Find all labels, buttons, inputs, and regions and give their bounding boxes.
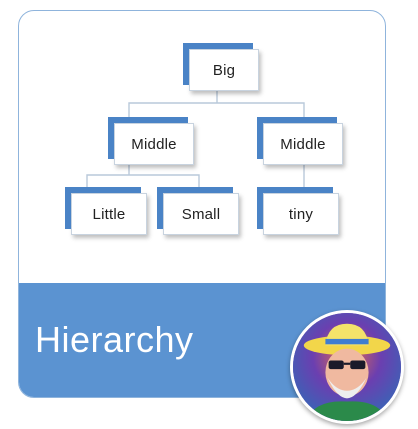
node-middle-right-label: Middle bbox=[280, 135, 326, 153]
node-middle-left-label: Middle bbox=[131, 135, 177, 153]
node-tiny: tiny bbox=[263, 193, 339, 235]
node-small: Small bbox=[163, 193, 239, 235]
node-big-label: Big bbox=[212, 61, 236, 79]
avatar-illustration bbox=[293, 313, 401, 421]
person-avatar-icon bbox=[290, 310, 404, 424]
node-middle-right: Middle bbox=[263, 123, 343, 165]
connector-midleft-leaves bbox=[86, 165, 200, 189]
node-little: Little bbox=[71, 193, 147, 235]
connector-root-mids bbox=[128, 91, 305, 119]
node-middle-left: Middle bbox=[114, 123, 194, 165]
hierarchy-diagram: Big Middle Middle Little Small tiny bbox=[19, 11, 385, 283]
hierarchy-card: Big Middle Middle Little Small tiny Hier… bbox=[18, 10, 386, 398]
node-little-label: Little bbox=[92, 205, 126, 223]
node-big: Big bbox=[189, 49, 259, 91]
node-tiny-label: tiny bbox=[288, 205, 314, 223]
node-small-label: Small bbox=[181, 205, 221, 223]
connector-lines bbox=[86, 91, 305, 189]
banner-title: Hierarchy bbox=[35, 319, 194, 360]
